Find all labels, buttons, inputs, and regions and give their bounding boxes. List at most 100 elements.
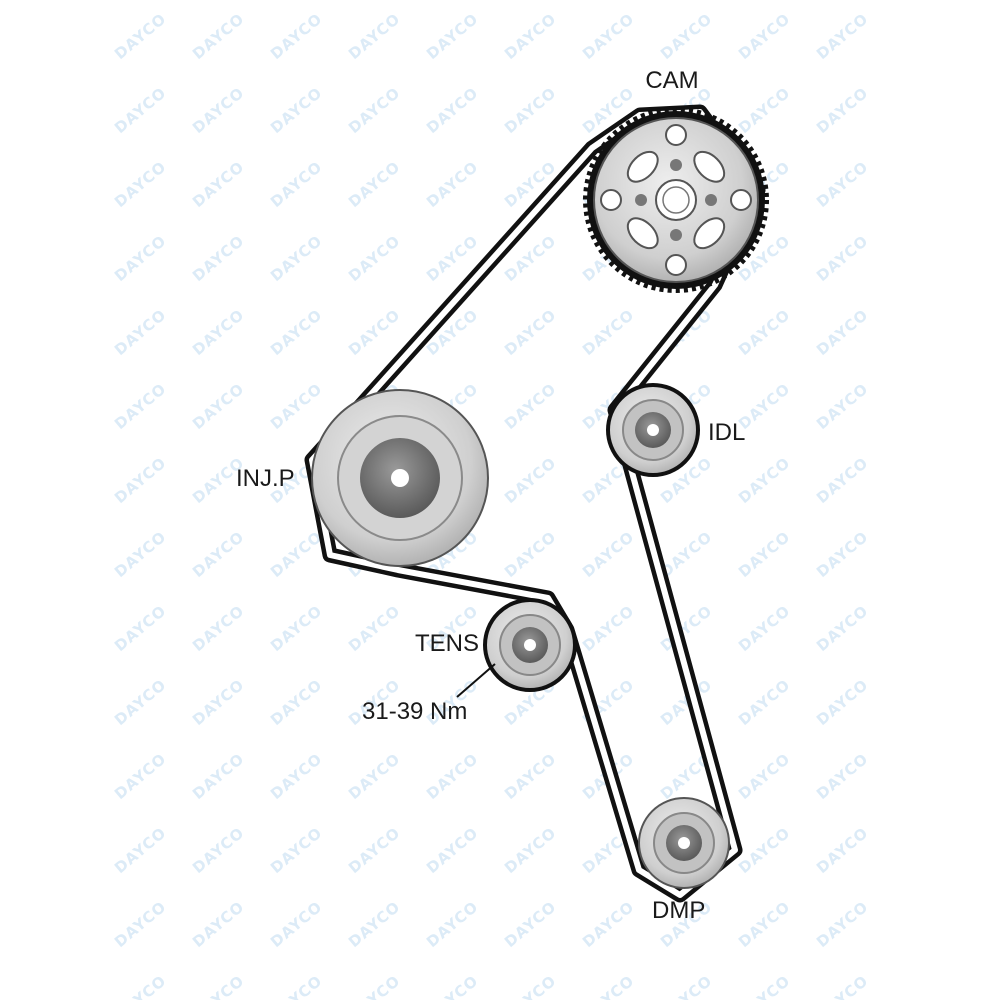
watermark-text: DAYCO xyxy=(423,158,482,211)
watermark-text: DAYCO xyxy=(735,898,794,951)
watermark-text: DAYCO xyxy=(345,158,404,211)
tens-label: TENS xyxy=(415,630,479,657)
cam-bolt xyxy=(635,194,647,206)
watermark-text: DAYCO xyxy=(267,10,326,63)
watermark-text: DAYCO xyxy=(189,158,248,211)
injp-pulley xyxy=(311,389,489,567)
watermark-text: DAYCO xyxy=(423,84,482,137)
watermark-text: DAYCO xyxy=(735,750,794,803)
watermark-text: DAYCO xyxy=(813,158,872,211)
watermark-text: DAYCO xyxy=(657,10,716,63)
cam-spoke-hole xyxy=(693,217,726,250)
watermark: DAYCO DAYCO DAYCO DAYCO DAYCO DAYCO DAYCO DAYCO… xyxy=(111,10,872,1000)
watermark-text: DAYCO xyxy=(579,602,638,655)
watermark-text: DAYCO xyxy=(579,972,638,1000)
watermark-text: DAYCO xyxy=(813,602,872,655)
idl-label: IDL xyxy=(708,419,745,446)
watermark-text: DAYCO xyxy=(189,528,248,581)
watermark-text: DAYCO xyxy=(345,306,404,359)
cam-outer-hole xyxy=(665,124,687,146)
dmp-pulley xyxy=(638,797,730,889)
watermark-text: DAYCO xyxy=(111,84,170,137)
watermark-text: DAYCO xyxy=(267,824,326,877)
watermark-text: DAYCO xyxy=(189,232,248,285)
watermark-text: DAYCO xyxy=(501,972,560,1000)
watermark-text: DAYCO xyxy=(111,898,170,951)
watermark-text: DAYCO xyxy=(111,380,170,433)
watermark-text: DAYCO xyxy=(267,158,326,211)
watermark-text: DAYCO xyxy=(111,602,170,655)
watermark-text: DAYCO xyxy=(813,10,872,63)
watermark-text: DAYCO xyxy=(735,84,794,137)
tens-pulley xyxy=(483,598,577,692)
watermark-text: DAYCO xyxy=(345,824,404,877)
watermark-text: DAYCO xyxy=(111,232,170,285)
watermark-text: DAYCO xyxy=(345,898,404,951)
watermark-text: DAYCO xyxy=(423,972,482,1000)
watermark-text: DAYCO xyxy=(813,380,872,433)
watermark-text: DAYCO xyxy=(267,232,326,285)
watermark-text: DAYCO xyxy=(189,10,248,63)
watermark-text: DAYCO xyxy=(189,380,248,433)
watermark-text: DAYCO xyxy=(189,676,248,729)
watermark-text: DAYCO xyxy=(501,750,560,803)
watermark-text: DAYCO xyxy=(813,528,872,581)
watermark-text: DAYCO xyxy=(111,676,170,729)
watermark-text: DAYCO xyxy=(579,898,638,951)
cam-bolt xyxy=(705,194,717,206)
watermark-text: DAYCO xyxy=(735,972,794,1000)
dmp-label: DMP xyxy=(652,897,705,924)
watermark-text: DAYCO xyxy=(111,750,170,803)
watermark-text: DAYCO xyxy=(735,10,794,63)
watermark-text: DAYCO xyxy=(501,306,560,359)
watermark-text: DAYCO xyxy=(345,10,404,63)
watermark-text: DAYCO xyxy=(111,528,170,581)
watermark-text: DAYCO xyxy=(423,824,482,877)
watermark-text: DAYCO xyxy=(735,602,794,655)
watermark-text: DAYCO xyxy=(267,380,326,433)
watermark-text: DAYCO xyxy=(813,306,872,359)
cam-outer-hole xyxy=(730,189,752,211)
watermark-text: DAYCO xyxy=(111,972,170,1000)
watermark-text: DAYCO xyxy=(189,972,248,1000)
cam-label: CAM xyxy=(645,67,698,94)
watermark-text: DAYCO xyxy=(189,898,248,951)
watermark-text: DAYCO xyxy=(267,750,326,803)
watermark-text: DAYCO xyxy=(267,972,326,1000)
watermark-text: DAYCO xyxy=(501,380,560,433)
watermark-text: DAYCO xyxy=(111,158,170,211)
torque-label: 31-39 Nm xyxy=(362,698,467,725)
cam-outer-hole xyxy=(600,189,622,211)
cam-pulley xyxy=(583,107,769,293)
cam-spoke-hole xyxy=(693,150,726,183)
watermark-text: DAYCO xyxy=(189,750,248,803)
watermark-text: DAYCO xyxy=(501,898,560,951)
watermark-text: DAYCO xyxy=(501,528,560,581)
cam-spoke-holes xyxy=(600,124,752,276)
watermark-text: DAYCO xyxy=(111,454,170,507)
watermark-text: DAYCO xyxy=(813,84,872,137)
watermark-text: DAYCO xyxy=(501,84,560,137)
watermark-text: DAYCO xyxy=(813,454,872,507)
watermark-text: DAYCO xyxy=(813,898,872,951)
watermark-text: DAYCO xyxy=(267,898,326,951)
watermark-text: DAYCO xyxy=(813,232,872,285)
watermark-text: DAYCO xyxy=(579,306,638,359)
watermark-text: DAYCO xyxy=(813,824,872,877)
watermark-text: DAYCO xyxy=(189,306,248,359)
watermark-text: DAYCO xyxy=(423,898,482,951)
watermark-text: DAYCO xyxy=(579,10,638,63)
watermark-text: DAYCO xyxy=(813,972,872,1000)
watermark-text: DAYCO xyxy=(345,602,404,655)
watermark-text: DAYCO xyxy=(813,750,872,803)
watermark-text: DAYCO xyxy=(345,750,404,803)
watermark-text: DAYCO xyxy=(345,232,404,285)
cam-outer-hole xyxy=(665,254,687,276)
watermark-text: DAYCO xyxy=(189,602,248,655)
watermark-text: DAYCO xyxy=(579,528,638,581)
watermark-text: DAYCO xyxy=(111,10,170,63)
cam-bolt xyxy=(670,159,682,171)
watermark-text: DAYCO xyxy=(501,454,560,507)
watermark-text: DAYCO xyxy=(267,306,326,359)
watermark-text: DAYCO xyxy=(267,84,326,137)
